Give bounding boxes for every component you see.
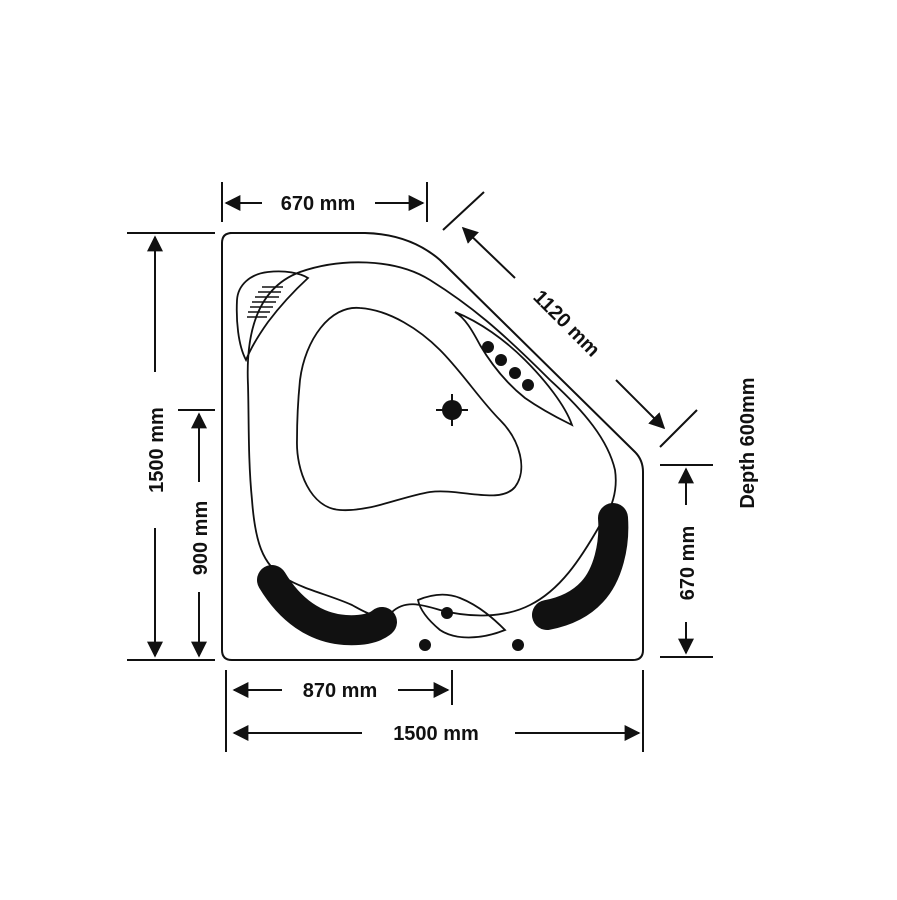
dim-top-width-label: 670 mm bbox=[281, 193, 356, 215]
grille-icon bbox=[247, 286, 283, 318]
headrest bbox=[235, 270, 310, 363]
drain-icon bbox=[436, 394, 468, 426]
dim-left-height: 1500 mm bbox=[127, 232, 215, 661]
dim-left-inner-height: 900 mm bbox=[178, 409, 215, 658]
jet-panel bbox=[454, 311, 574, 427]
depth-label: Depth 600mm bbox=[737, 377, 759, 508]
dim-bottom-width-label: 1500 mm bbox=[393, 723, 479, 745]
dim-diagonal-label: 1120 mm bbox=[529, 286, 604, 361]
dim-bottom-inner-width-label: 870 mm bbox=[303, 680, 378, 702]
dim-diagonal: 1120 mm bbox=[442, 191, 698, 448]
dim-right-height: 670 mm bbox=[660, 464, 713, 658]
foot-well bbox=[296, 307, 523, 512]
right-pillow-icon bbox=[532, 503, 629, 630]
dim-top-width: 670 mm bbox=[221, 182, 428, 222]
front-jet-icon bbox=[419, 639, 431, 651]
dim-left-inner-height-label: 900 mm bbox=[190, 501, 212, 576]
dim-bottom-width: 1500 mm bbox=[225, 670, 644, 752]
jet-buttons bbox=[482, 341, 534, 391]
dim-bottom-inner-width: 870 mm bbox=[232, 670, 453, 705]
left-pillow-icon bbox=[257, 565, 397, 646]
tub-outline bbox=[221, 232, 644, 661]
front-jet-panel bbox=[416, 593, 507, 639]
dim-left-height-label: 1500 mm bbox=[146, 407, 168, 493]
front-jet-icon bbox=[512, 639, 524, 651]
front-jet-icon bbox=[441, 607, 453, 619]
dim-right-height-label: 670 mm bbox=[677, 526, 699, 601]
